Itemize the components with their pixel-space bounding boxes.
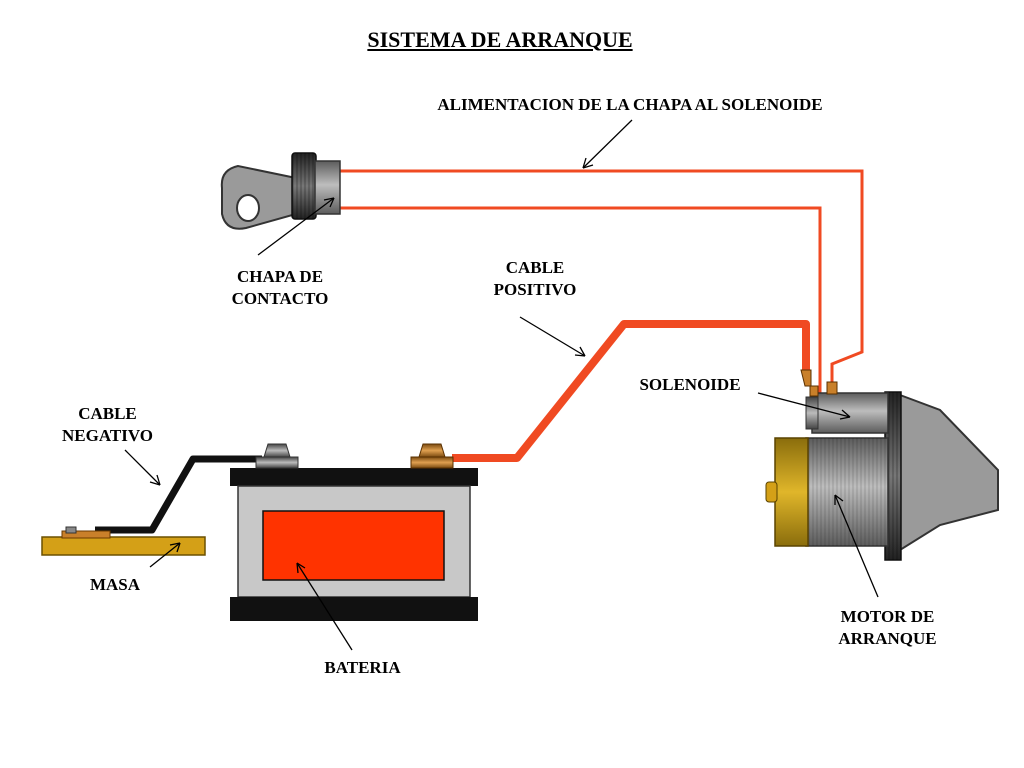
motor-label-line1: MOTOR DE [840,607,935,626]
motor-arrow [834,494,879,598]
battery-label: BATERIA [324,658,401,677]
positive-cable-label: CABLE POSITIVO [460,257,610,301]
feed-label: ALIMENTACION DE LA CHAPA AL SOLENOIDE [437,95,823,114]
negative-cable [95,455,262,534]
negative-cable-label: CABLE NEGATIVO [40,403,175,447]
feed-wire-top [340,169,864,386]
battery-negative-terminal [255,443,299,469]
solenoid-label: SOLENOIDE [639,375,741,394]
battery-arrow [296,562,353,651]
negative-label-line1: CABLE [78,404,137,423]
negative-arrow [124,449,161,486]
leader-lines [124,119,879,651]
ignition-switch-label: CHAPA DE CONTACTO [200,266,360,310]
ignition-switch [220,152,341,230]
feed-arrow [582,119,633,169]
battery [230,468,478,621]
ground-arrow [149,542,181,568]
ground-label: MASA [89,575,141,594]
ground-plate [41,526,206,556]
solenoid [800,369,889,434]
positive-label-line2: POSITIVO [493,280,577,299]
positive-arrow [519,316,586,357]
starter-motor [765,391,999,561]
battery-positive-terminal [410,443,454,469]
motor-label-line2: ARRANQUE [838,629,937,648]
solenoid-arrow [757,392,851,418]
diagram-title: SISTEMA DE ARRANQUE [367,27,633,52]
positive-cable [452,320,810,462]
ignition-label-line1: CHAPA DE [236,267,324,286]
ignition-label-line2: CONTACTO [231,289,329,308]
starter-motor-label: MOTOR DE ARRANQUE [815,606,960,650]
positive-label-line1: CABLE [505,258,565,277]
feed-wire-bottom [340,206,822,395]
negative-label-line2: NEGATIVO [62,426,153,445]
ignition-arrow [257,197,335,256]
